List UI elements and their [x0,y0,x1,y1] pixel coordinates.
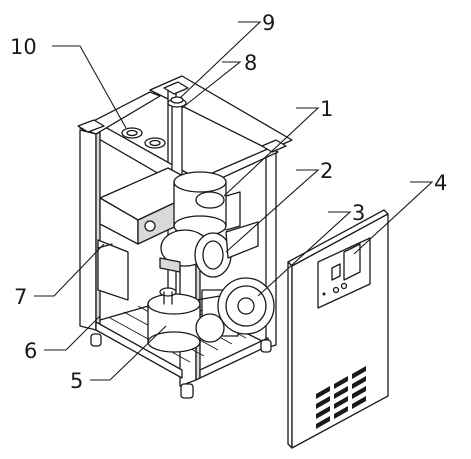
caster-wheel [90,333,272,399]
callout-8: 8 [244,51,257,75]
callout-4: 4 [434,171,447,195]
lower-motor [195,277,275,337]
vent-grille [316,366,366,429]
callout-7: 7 [14,285,27,309]
callout-3: 3 [352,201,365,225]
upper-tank [173,171,241,237]
leader-lines [34,21,434,381]
callout-10: 10 [10,35,37,59]
front-door-panel [287,209,389,449]
callout-6: 6 [24,339,37,363]
callout-9: 9 [262,11,275,35]
callout-2: 2 [320,159,333,183]
bottom-tank [147,287,225,353]
top-ports [121,127,166,149]
callout-5: 5 [70,369,83,393]
callout-1: 1 [320,97,333,121]
callout-labels: 10 9 8 1 2 3 4 7 6 5 [10,11,447,393]
control-panel [317,237,371,309]
